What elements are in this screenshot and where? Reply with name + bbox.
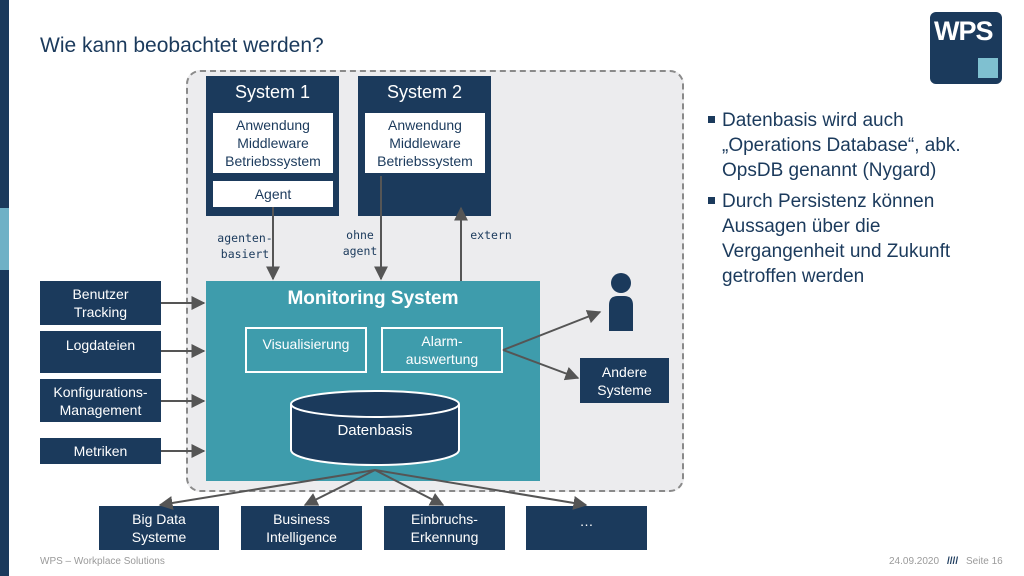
left-accent-bar (0, 0, 9, 576)
stack-layer: Middleware (237, 135, 309, 151)
label-line: Business (273, 511, 330, 527)
alarm-box: Alarm- auswertung (381, 327, 503, 373)
label-line: Tracking (73, 304, 128, 320)
label-line: basiert (220, 247, 270, 261)
arrow-to-bi (303, 469, 376, 506)
stack-layer: Anwendung (388, 117, 462, 133)
database-cylinder (290, 390, 460, 466)
arrow-to-person (502, 310, 602, 351)
logo-square (978, 58, 998, 78)
database-label: Datenbasis (337, 422, 413, 439)
arrow-to-more (374, 469, 588, 510)
source-metrics: Metriken (40, 438, 161, 464)
label-line: Andere (601, 363, 648, 380)
output-business-intelligence: Business Intelligence (241, 506, 362, 550)
logo-text: WPS (934, 16, 994, 46)
slide-title: Wie kann beobachtet werden? (40, 34, 324, 57)
bullet-list: Datenbasis wird auch „Operations Databas… (706, 108, 1006, 295)
system-1-stack: Anwendung Middleware Betriebssystem (213, 113, 333, 173)
bullet-item: Durch Persistenz können Aussagen über di… (706, 189, 1006, 289)
output-more: … (526, 506, 647, 550)
label-line: Benutzer (72, 286, 129, 302)
label-line: Einbruchs- (411, 511, 478, 527)
output-intrusion-detection: Einbruchs- Erkennung (384, 506, 505, 550)
stack-layer: Betriebssystem (225, 153, 321, 169)
label-line: Alarm- (421, 333, 463, 349)
system-2-title: System 2 (386, 82, 463, 102)
arrow-to-other-systems (502, 349, 580, 381)
stack-layer: Betriebssystem (377, 153, 473, 169)
label-line: Erkennung (410, 529, 479, 545)
label-line: agent (342, 244, 378, 258)
label-line: ohne (346, 228, 374, 242)
stack-layer: Middleware (389, 135, 461, 151)
source-config-management: Konfigurations- Management (40, 379, 161, 422)
visualization-box: Visualisierung (245, 327, 367, 373)
label-line: Konfigurations- (53, 383, 148, 400)
label-line: Systeme (131, 529, 187, 545)
label-agent-based: agenten- basiert (210, 230, 280, 262)
label-no-agent: ohne agent (330, 227, 390, 259)
system-1-title: System 1 (234, 82, 311, 102)
footer-date: 24.09.2020 (889, 556, 940, 567)
system-2-stack: Anwendung Middleware Betriebssystem (365, 113, 485, 173)
label-line: Intelligence (266, 529, 337, 545)
left-accent-highlight (0, 208, 9, 270)
bullet-item: Datenbasis wird auch „Operations Databas… (706, 108, 1006, 183)
monitoring-title: Monitoring System (287, 288, 459, 309)
footer-company: WPS – Workplace Solutions (40, 556, 165, 567)
arrow-to-big-data (158, 469, 376, 510)
output-big-data: Big Data Systeme (99, 506, 219, 550)
person-icon (609, 273, 633, 331)
other-systems-box: Andere Systeme (580, 358, 669, 403)
label-line: Management (59, 401, 142, 418)
label-line: Big Data (132, 511, 186, 527)
source-logfiles: Logdateien (40, 331, 161, 373)
label-line: auswertung (405, 351, 479, 367)
label-line: Systeme (597, 381, 652, 398)
arrow-to-intrusion (374, 469, 445, 506)
stack-layer: Anwendung (236, 117, 310, 133)
label-external: extern (470, 228, 512, 242)
page-number: Seite 16 (966, 556, 1003, 567)
source-user-tracking: Benutzer Tracking (40, 281, 161, 325)
footer-separator: //// (947, 556, 959, 567)
label-line: agenten- (217, 231, 273, 245)
agent-box: Agent (213, 181, 333, 207)
